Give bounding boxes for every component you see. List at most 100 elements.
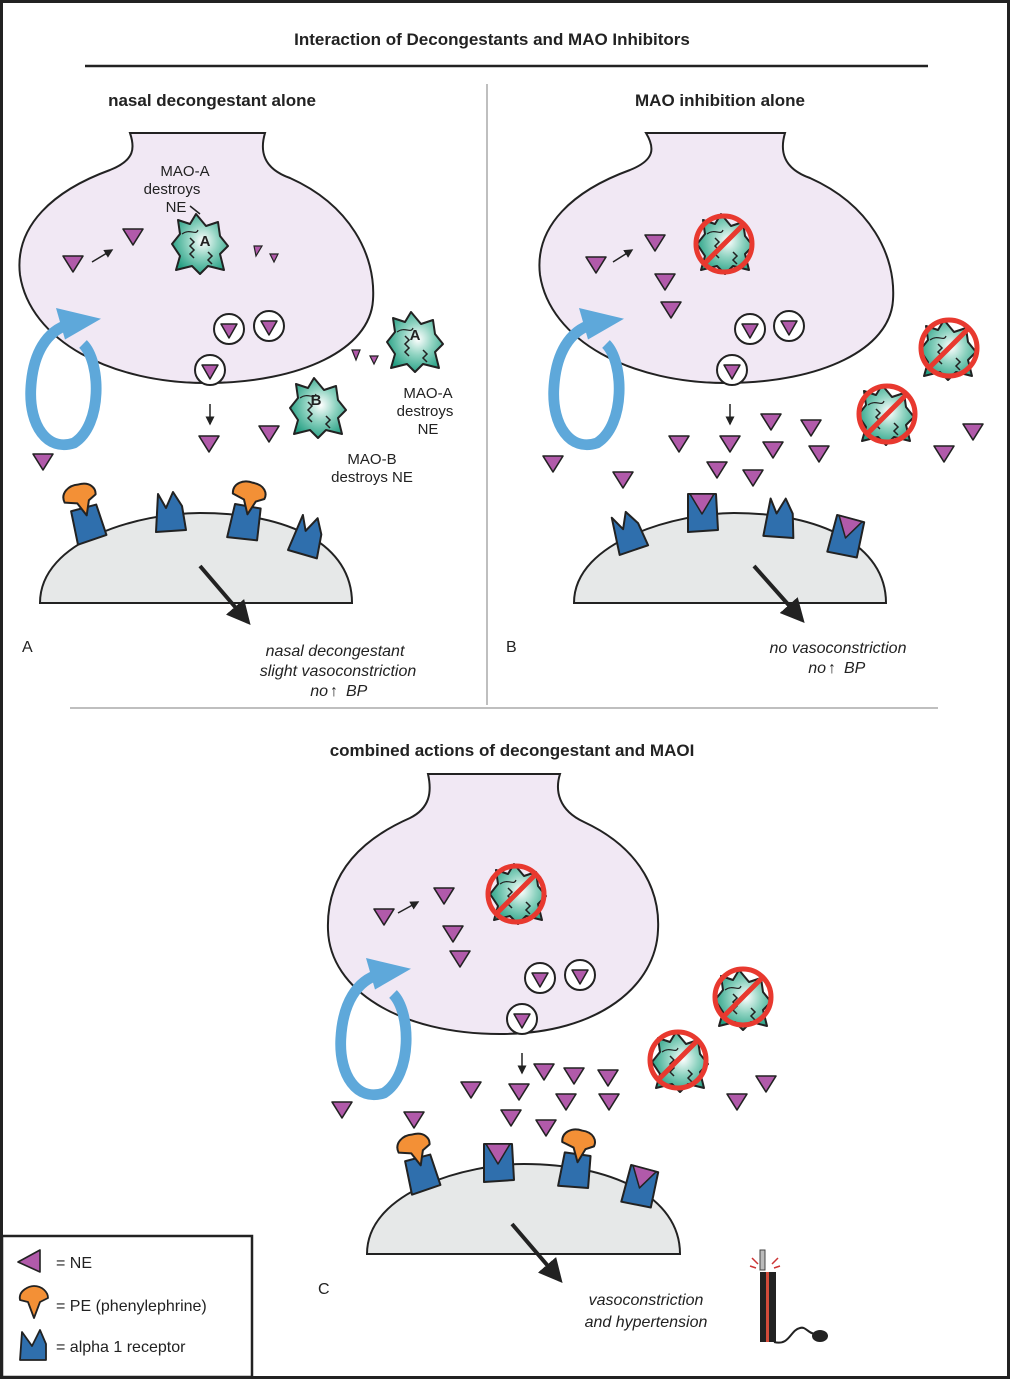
ne-molecule <box>403 1111 425 1129</box>
ne-arrow <box>612 249 634 263</box>
ne-molecule <box>800 419 822 437</box>
vesicle-releasing <box>194 354 226 386</box>
ne-molecule <box>755 1075 777 1093</box>
ne-molecule <box>719 435 741 453</box>
ne-molecule <box>331 1101 353 1119</box>
mao-b-label-1: MAO-B <box>347 451 396 468</box>
ne-molecule <box>808 445 830 463</box>
effect-arrow <box>752 564 805 623</box>
ne-fragment <box>369 355 379 366</box>
ne-molecule <box>597 1069 619 1087</box>
ne-molecule <box>612 471 634 489</box>
ne-molecule <box>760 413 782 431</box>
ne-fragment <box>269 253 279 264</box>
ne-molecule <box>962 423 984 441</box>
vesicle <box>773 310 805 342</box>
mao-a-outside-label-1: MAO-A <box>403 385 452 402</box>
effect-arrow <box>198 564 251 626</box>
panel-a-letter: A <box>22 639 33 656</box>
ne-arrow <box>91 249 114 263</box>
mao-a-inside-label-2: destroys <box>144 181 201 198</box>
ne-molecule <box>508 1083 530 1101</box>
ne-molecule <box>742 469 764 487</box>
panel-b-heading: MAO inhibition alone <box>635 91 805 110</box>
ne-molecule <box>668 435 690 453</box>
receptor-with-ne <box>687 493 719 533</box>
legend: = NE = PE (phenylephrine) = alpha 1 rece… <box>0 1234 254 1379</box>
mao-a-outside-label-3: NE <box>418 421 439 438</box>
ne-molecule <box>32 453 54 471</box>
enzyme-b-label: B <box>311 392 322 409</box>
mao-a-inside-label-3: NE <box>166 199 187 216</box>
ne-molecule <box>542 455 564 473</box>
panel-a-outcome-bp: BP <box>346 683 368 700</box>
ne-triangle-icon <box>17 1249 41 1273</box>
panel-b-letter: B <box>506 639 517 656</box>
alpha1-receptor <box>762 495 800 542</box>
vesicle <box>524 962 556 994</box>
arrow-up-icon: ↑ <box>828 660 836 677</box>
receptor-with-pe <box>393 1129 443 1197</box>
postsynaptic-cell <box>365 1162 682 1255</box>
panel-a: nasal decongestant alone MAO-A destroys … <box>18 91 454 700</box>
panel-c-heading: combined actions of decongestant and MAO… <box>330 741 695 760</box>
panel-a-heading: nasal decongestant alone <box>108 91 316 110</box>
ne-molecule <box>762 441 784 459</box>
vesicle-releasing <box>716 354 748 386</box>
mao-a-outside-label-2: destroys <box>397 403 454 420</box>
panel-b: MAO inhibition alone <box>506 91 984 677</box>
ne-molecule <box>198 435 220 453</box>
panel-a-outcome-2: slight vasoconstriction <box>260 663 417 680</box>
panel-c-letter: C <box>318 1281 330 1298</box>
panel-b-outcome-1: no vasoconstriction <box>770 640 907 657</box>
panel-b-outcome-bp: BP <box>844 660 866 677</box>
presynaptic-neuron <box>326 773 660 1036</box>
ne-molecule <box>706 461 728 479</box>
panel-c: combined actions of decongestant and MAO… <box>318 741 828 1344</box>
ne-molecule <box>258 425 280 443</box>
panel-b-outcome-no: no <box>808 660 826 677</box>
panel-c-outcome-2: and hypertension <box>585 1314 708 1331</box>
leader-line <box>189 205 201 215</box>
ne-fragment <box>351 349 361 362</box>
legend-label-receptor: = alpha 1 receptor <box>56 1339 186 1356</box>
receptor-with-pe <box>59 479 109 547</box>
ne-molecule <box>555 1093 577 1111</box>
panel-a-outcome-1: nasal decongestant <box>266 643 405 660</box>
alpha1-receptor <box>155 491 187 533</box>
arrow-up-icon: ↑ <box>330 683 338 700</box>
ne-arrow <box>397 901 420 914</box>
ne-fragment <box>253 245 264 258</box>
postsynaptic-cell <box>572 511 888 604</box>
panel-a-outcome-no: no <box>310 683 328 700</box>
alpha1-receptor-icon <box>19 1329 47 1361</box>
ne-molecule <box>726 1093 748 1111</box>
ne-molecule <box>563 1067 585 1085</box>
postsynaptic-cell <box>38 511 354 604</box>
ne-molecule <box>460 1081 482 1099</box>
ne-molecule <box>933 445 955 463</box>
vesicle <box>734 313 766 345</box>
effect-arrow <box>510 1222 563 1284</box>
legend-label-pe: = PE (phenylephrine) <box>56 1298 207 1315</box>
enzyme-a-label: A <box>410 327 421 344</box>
panel-c-outcome-1: vasoconstriction <box>589 1292 704 1309</box>
pe-icon <box>18 1285 49 1319</box>
ne-molecule <box>598 1093 620 1111</box>
receptor-with-ne <box>483 1143 515 1183</box>
vesicle-releasing <box>506 1003 538 1035</box>
vesicle <box>564 959 596 991</box>
enzyme-a-label: A <box>200 233 211 250</box>
vesicle <box>213 313 245 345</box>
mao-a-inside-label-1: MAO-A <box>160 163 209 180</box>
legend-label-ne: = NE <box>56 1255 92 1272</box>
ne-molecule <box>533 1063 555 1081</box>
ne-molecule <box>535 1119 557 1137</box>
mao-b-label-2: destroys NE <box>331 469 413 486</box>
vesicle <box>253 310 285 342</box>
figure-title: Interaction of Decongestants and MAO Inh… <box>294 30 690 49</box>
ne-molecule <box>500 1109 522 1127</box>
